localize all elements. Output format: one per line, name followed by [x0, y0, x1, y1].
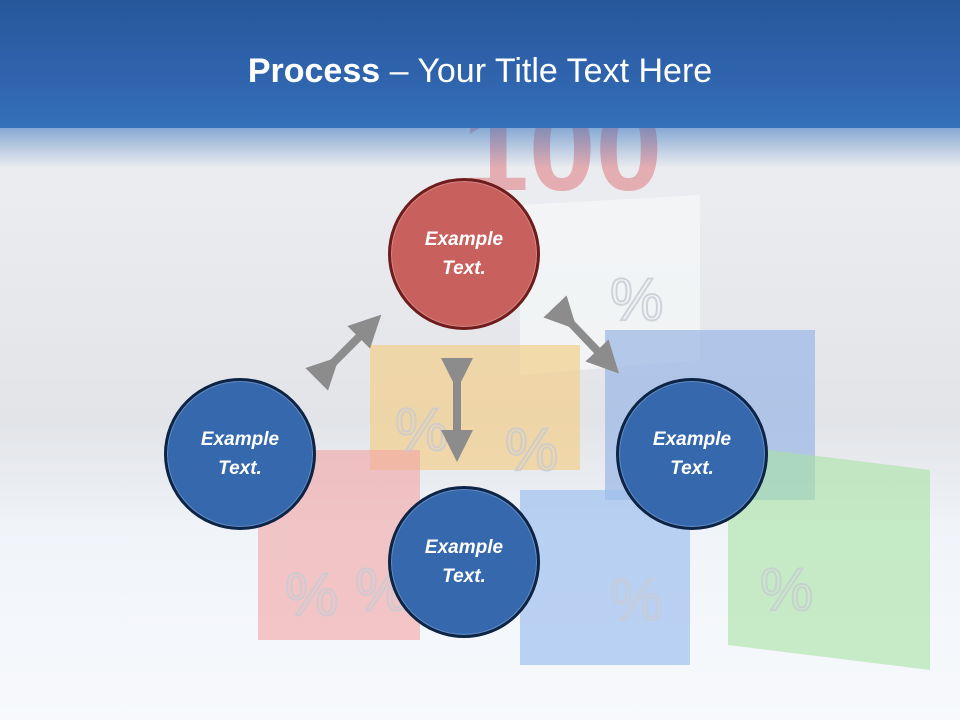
title-rest: – Your Title Text Here: [380, 52, 713, 90]
percent-glyph: %: [760, 556, 813, 623]
process-node-right[interactable]: Example Text.: [616, 378, 768, 530]
title-bold: Process: [247, 52, 381, 90]
percent-glyph: %: [505, 416, 558, 483]
process-node-top[interactable]: Example Text.: [388, 178, 540, 330]
slide-title: Process – Your Title Text Here: [0, 52, 960, 91]
double-arrow-top-right: [543, 295, 620, 374]
percent-glyph: %: [395, 396, 448, 463]
percent-glyph: %: [285, 561, 338, 628]
cube-blue-bottom: [520, 490, 690, 665]
percent-glyph: %: [610, 566, 663, 633]
node-left-label: Example Text.: [200, 429, 280, 479]
double-arrow-top-left: [305, 314, 382, 391]
node-right-label: Example Text.: [652, 429, 732, 479]
header-fade: [0, 128, 960, 168]
process-node-bottom[interactable]: Example Text.: [388, 486, 540, 638]
cube-orange: [370, 345, 580, 470]
header-band: [0, 0, 960, 128]
process-node-left[interactable]: Example Text.: [164, 378, 316, 530]
node-bottom-label: Example Text.: [424, 537, 504, 587]
cube-green: [728, 445, 930, 670]
node-top-label: Example Text.: [424, 229, 504, 279]
